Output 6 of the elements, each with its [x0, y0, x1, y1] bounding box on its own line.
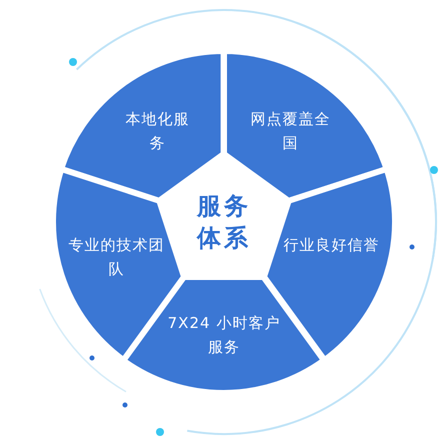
- segment-label: 专业的技术团队: [68, 234, 166, 280]
- segment-label: 7X24 小时客户服务: [166, 312, 282, 358]
- segment-label: 本地化服务: [124, 108, 191, 154]
- segment-label: 行业良好信誉: [282, 234, 380, 256]
- segment-label: 网点覆盖全国: [250, 108, 330, 154]
- center-title: 服务体系: [196, 191, 252, 254]
